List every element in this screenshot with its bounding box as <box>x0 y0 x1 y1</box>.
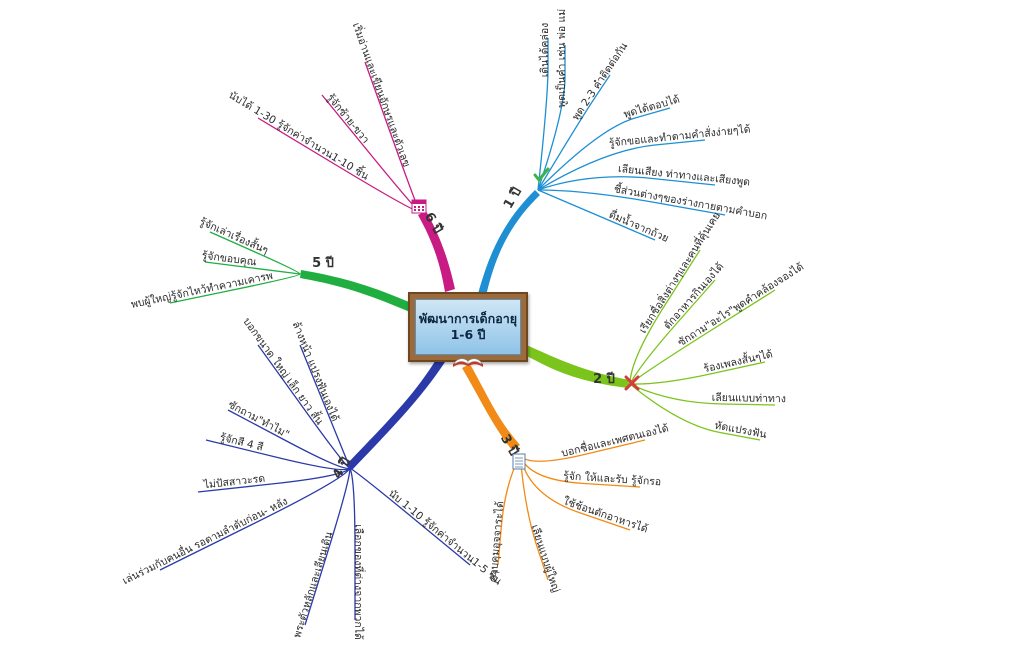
sub-branch-line <box>519 454 549 581</box>
sub-branch-line <box>227 409 351 470</box>
sub-branch-line <box>629 289 776 385</box>
central-topic-title: พัฒนาการเด็กอายุ <box>418 311 518 326</box>
main-branch-age6 <box>418 211 455 292</box>
sub-branch-line <box>629 383 776 406</box>
sub-branch-line <box>629 383 761 441</box>
topic-item[interactable]: พูด 2-3 คำติดต่อกัน <box>570 40 630 122</box>
sub-branch-line <box>537 74 611 191</box>
sub-branch-line <box>519 454 641 488</box>
sub-branch-line <box>257 117 421 213</box>
sub-branch-line <box>299 344 351 469</box>
topic-item[interactable]: ร้องเพลงสั้นๆได้ <box>702 346 774 375</box>
branch-label-age5[interactable]: 5 ปี <box>312 255 334 271</box>
topic-item[interactable]: รู้จักซ้าย-ขวา <box>324 92 371 146</box>
topic-item[interactable]: เลียนเสียง ท่าทางและเสียงพูด <box>617 162 750 189</box>
main-branch-age2 <box>520 343 630 388</box>
topic-item[interactable]: รู้จักขอและทำตามคำสั่งง่ายๆได้ <box>608 121 751 149</box>
topic-item[interactable]: พูดได้ตอบได้ <box>622 92 681 120</box>
central-topic-subtitle: 1-6 ปี <box>450 327 486 342</box>
topic-item[interactable]: บอกชื่อและเพศตนเองได้ <box>560 421 670 460</box>
sub-branch-line <box>537 139 706 191</box>
cross-icon <box>624 375 640 391</box>
sub-branch-line <box>537 189 656 241</box>
topic-item[interactable]: ซักถาม"อะไร"พูดคำคล้องจองได้ <box>675 260 806 349</box>
central-topic-board: พัฒนาการเด็กอายุ 1-6 ปี <box>415 299 521 355</box>
topic-item[interactable]: นับได้ 1-30 รู้จักค่าจำนวน1-10 ชิ้น <box>226 87 371 182</box>
sub-branch-line <box>519 439 646 462</box>
sub-branch-line <box>304 467 351 626</box>
sub-branch-line <box>537 45 566 191</box>
sub-branch-line <box>169 273 301 304</box>
main-branch-age4 <box>346 358 445 470</box>
topic-item[interactable]: พระตัวหลักและเลียนเดิน <box>290 530 335 639</box>
main-branch-age3 <box>462 364 520 450</box>
sub-branch-line <box>209 231 301 275</box>
icons <box>411 167 640 470</box>
sub-branch-line <box>205 439 351 471</box>
sub-branch-line <box>537 107 671 191</box>
topic-item[interactable]: รู้จัก ให้และรับ รู้จักรอ <box>563 469 662 488</box>
topic-item[interactable]: พูดเป็นคำ เช่น พ่อ แม่ <box>554 9 568 108</box>
sub-branch-line <box>629 249 701 385</box>
check-icon <box>533 167 550 183</box>
main-branch-age5 <box>300 270 414 312</box>
topic-item[interactable]: ใช้ช้อนตักอาหารได้ <box>562 494 650 535</box>
main-branch-age1 <box>478 190 540 296</box>
branch-label-age2[interactable]: 2 ปี <box>593 371 615 387</box>
topic-item[interactable]: เริ่มอ่านและเขียนอักษรและตัวเลข <box>350 21 415 169</box>
topic-item[interactable]: หัดแปรงฟัน <box>714 420 768 441</box>
topic-item[interactable]: เล่นร่วมกับคนอื่น รอตามลำดับก่อน- หลัง <box>120 494 290 587</box>
sub-branch-line <box>349 467 471 566</box>
main-branches <box>300 190 630 470</box>
sub-branch-line <box>204 261 301 275</box>
sub-branch-line <box>537 189 726 216</box>
topic-item[interactable]: นับ 1-10 รู้จักค่าจำนวน1-5 ชิ้น <box>386 486 505 587</box>
sub-branch-line <box>537 176 716 191</box>
sub-branch-line <box>629 279 716 385</box>
calendar-icon <box>411 199 427 214</box>
open-book-icon <box>453 358 483 367</box>
sub-branch-line <box>349 467 356 620</box>
topic-item[interactable]: ดื่มน้ำจากถ้วย <box>607 207 671 245</box>
sub-branch-line <box>519 454 631 531</box>
central-topic[interactable]: พัฒนาการเด็กอายุ 1-6 ปี <box>408 292 528 362</box>
sub-branch-line <box>159 467 351 571</box>
topic-item[interactable]: เลือกของที่ต่างจากพวกได้ <box>352 524 366 640</box>
sub-branch-line <box>629 361 766 385</box>
topic-item[interactable]: รู้จักสี 4 สี <box>219 431 266 454</box>
topic-item[interactable]: พบผู้ใหญ่รู้จักไหว้ทำความเคารพ <box>130 269 274 311</box>
sub-branch-line <box>537 38 549 191</box>
topic-item[interactable]: เลียนแบบผู้ใหญ่ <box>528 523 562 594</box>
sub-branch-line <box>257 344 351 469</box>
sub-branch-line <box>497 454 521 566</box>
sub-branches <box>159 38 776 626</box>
sub-branch-line <box>197 467 351 493</box>
branch-label-age4[interactable]: 4 ปี <box>329 455 354 482</box>
topic-item[interactable]: เลียนแบบท่าทาง <box>712 391 786 405</box>
topic-item[interactable]: เดินได้คล่อง <box>538 23 551 78</box>
document-icon <box>512 453 526 470</box>
